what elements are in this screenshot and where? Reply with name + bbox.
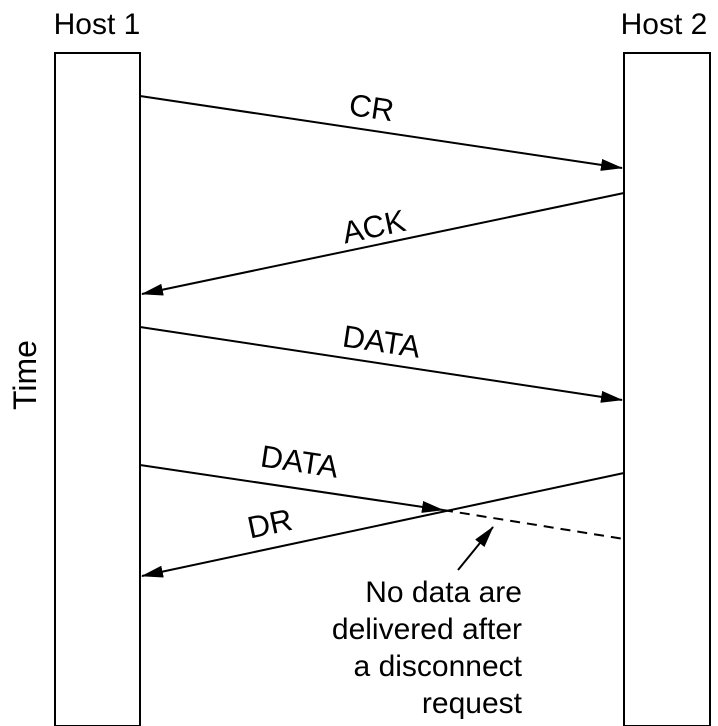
ack-arrow: [141, 192, 625, 296]
note-line-4: request: [422, 687, 523, 720]
data-label-2: DATA: [258, 439, 341, 485]
data-arrow-1: [139, 326, 623, 403]
host-2-label: Host 2: [621, 8, 708, 41]
data-arrow-2-undelivered: [442, 509, 625, 540]
host-2-timeline: [623, 52, 711, 726]
note-line-2: delivered after: [332, 613, 522, 646]
note-pointer-arrow: [457, 526, 494, 571]
cr-arrow: [139, 95, 623, 171]
data-label-1: DATA: [340, 319, 423, 365]
dr-label: DR: [244, 502, 295, 546]
time-axis-label: Time: [7, 340, 43, 410]
dr-arrow: [141, 472, 625, 578]
note-line-1: No data are: [365, 576, 522, 609]
ack-label: ACK: [339, 203, 409, 251]
host-1-label: Host 1: [54, 8, 141, 41]
data-arrow-2: [139, 464, 444, 513]
cr-label: CR: [347, 87, 396, 128]
note-line-3: a disconnect: [354, 650, 523, 683]
host-1-timeline: [54, 52, 141, 726]
